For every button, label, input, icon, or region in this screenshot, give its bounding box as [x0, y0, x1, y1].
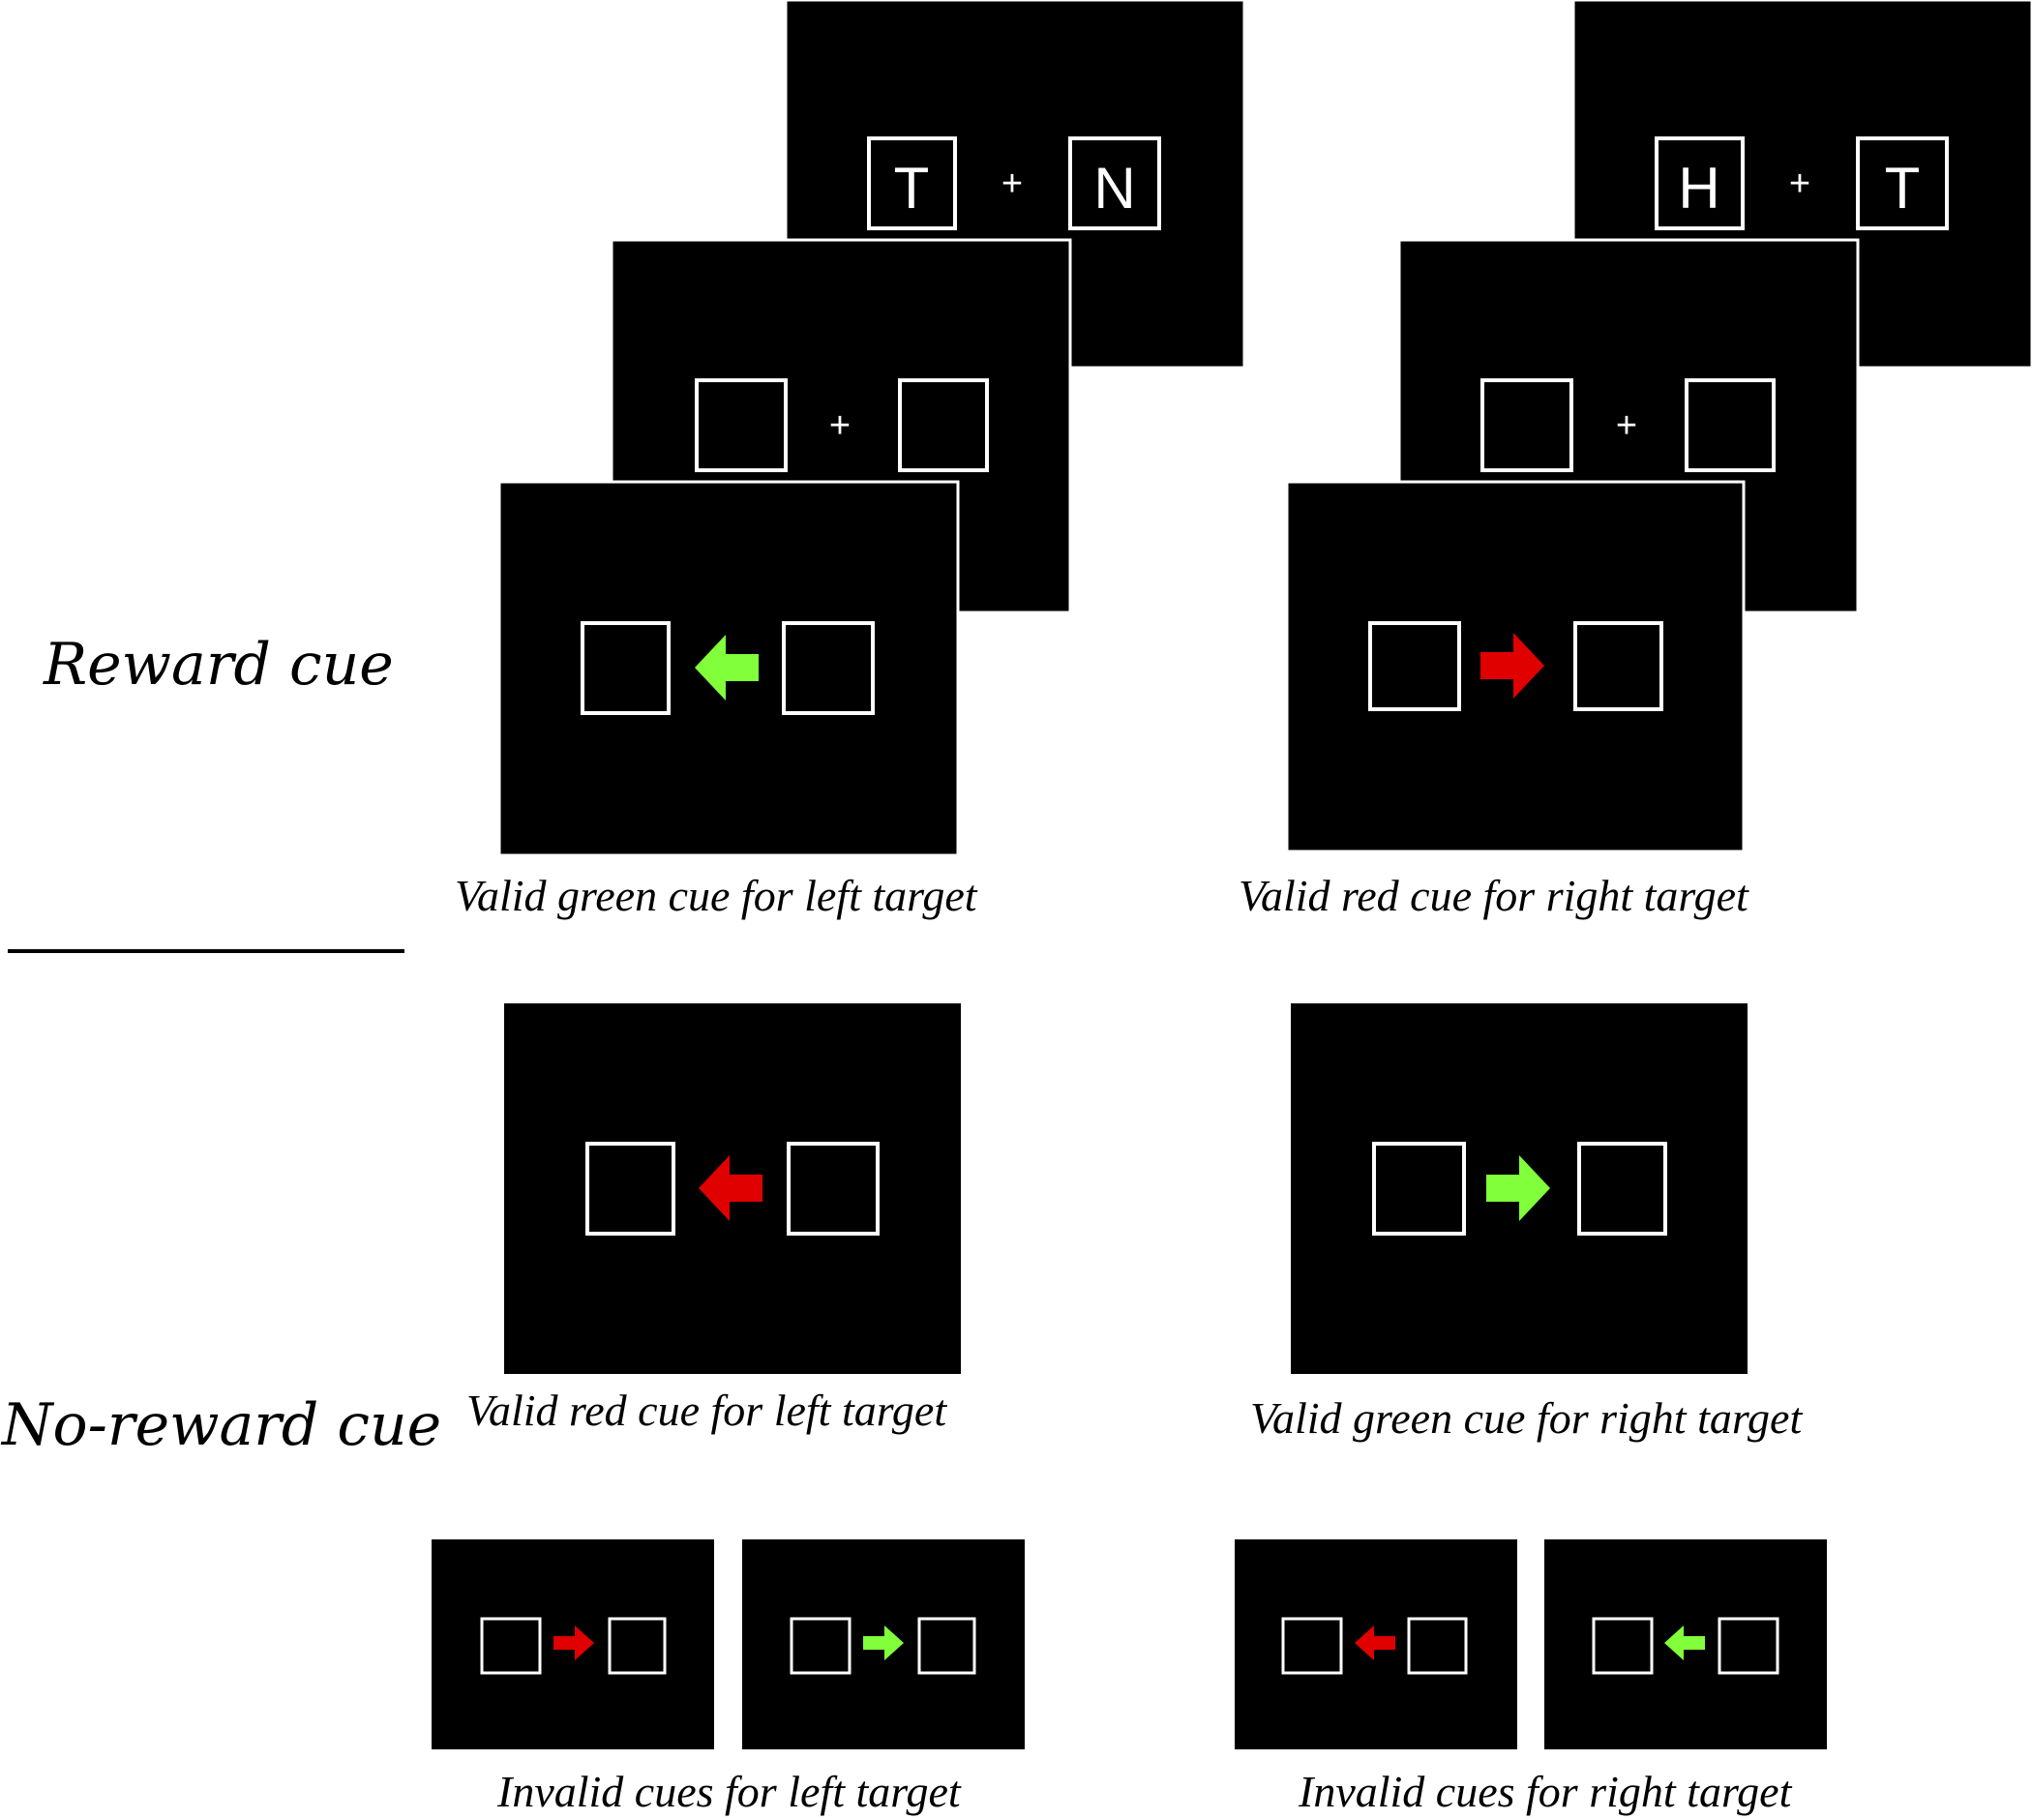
caption-valid-green-right: Valid green cue for right target — [1250, 1393, 1803, 1443]
green-left-arrow-icon — [695, 635, 759, 701]
invalid-right-group: Invalid cues for right target — [1235, 1539, 1827, 1816]
left-target-letter: H — [1678, 156, 1719, 221]
invalid-screen — [432, 1539, 714, 1749]
caption-invalid-left: Invalid cues for left target — [496, 1767, 962, 1816]
green-right-arrow-icon — [1486, 1155, 1550, 1221]
caption-valid-red-left: Valid red cue for left target — [466, 1386, 947, 1435]
left-box — [867, 136, 957, 230]
invalid-left-group: Invalid cues for left target — [432, 1539, 1025, 1816]
left-box — [1592, 1617, 1654, 1675]
left-box — [1480, 378, 1573, 472]
left-box — [1281, 1617, 1343, 1675]
no-reward-valid-right: Valid green cue for right target — [1250, 1003, 1803, 1443]
fixation-cross: + — [829, 405, 851, 446]
caption-invalid-right: Invalid cues for right target — [1298, 1767, 1793, 1816]
left-box — [581, 621, 671, 715]
right-box — [782, 621, 875, 715]
reward-sequence-right: H + T + Valid red cue for right target — [1239, 0, 2032, 920]
invalid-screen — [742, 1539, 1025, 1749]
fixation-cross: + — [1001, 164, 1023, 204]
right-box — [787, 1142, 880, 1236]
right-box — [1856, 136, 1949, 230]
no-reward-valid-left: Valid red cue for left target — [466, 1003, 961, 1435]
right-box — [898, 378, 989, 472]
no-reward-cue-label: No-reward cue — [0, 1391, 441, 1459]
right-box — [1577, 1142, 1667, 1236]
left-target-letter: T — [894, 156, 930, 221]
right-box — [917, 1617, 976, 1675]
left-box — [480, 1617, 542, 1675]
invalid-screen — [1235, 1539, 1517, 1749]
right-box — [1685, 378, 1776, 472]
left-box — [1655, 136, 1745, 230]
red-right-arrow-icon — [1480, 633, 1544, 699]
cue-screen — [1285, 480, 1746, 853]
reward-cue-label: Reward cue — [43, 631, 394, 699]
right-box — [1718, 1617, 1779, 1675]
red-left-arrow-icon — [699, 1155, 762, 1221]
cue-screen — [497, 480, 960, 857]
left-box — [695, 378, 788, 472]
fixation-cross: + — [1789, 164, 1810, 204]
right-target-letter: T — [1885, 156, 1921, 221]
caption-valid-green-left: Valid green cue for left target — [455, 871, 978, 920]
red-right-arrow-icon — [553, 1626, 594, 1660]
right-box — [608, 1617, 667, 1675]
green-right-arrow-icon — [863, 1626, 904, 1660]
left-box — [790, 1617, 852, 1675]
invalid-screen — [1544, 1539, 1827, 1749]
right-box — [1573, 621, 1663, 711]
right-target-letter: N — [1093, 156, 1135, 221]
red-left-arrow-icon — [1355, 1626, 1395, 1660]
reward-sequence-left: T + N + Valid green cue for left target — [455, 0, 1246, 920]
left-box — [1368, 621, 1461, 711]
left-box — [1372, 1142, 1466, 1236]
right-box — [1068, 136, 1161, 230]
left-box — [585, 1142, 675, 1236]
green-left-arrow-icon — [1664, 1626, 1705, 1660]
right-box — [1407, 1617, 1468, 1675]
fixation-cross: + — [1616, 405, 1637, 446]
caption-valid-red-right: Valid red cue for right target — [1239, 871, 1749, 920]
